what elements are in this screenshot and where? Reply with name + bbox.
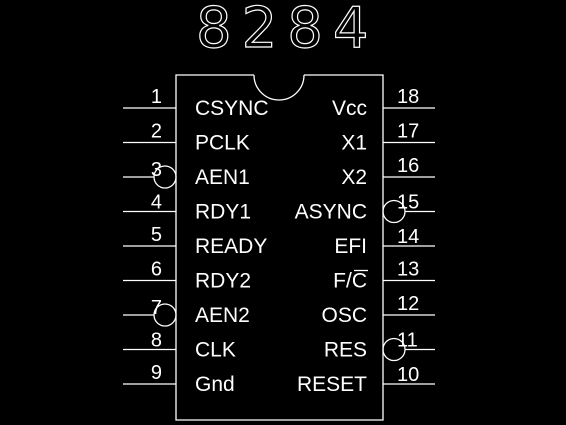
pin-label: AEN2 [195, 304, 250, 327]
pin-label: CLK [195, 339, 236, 362]
pin-label: Vcc [332, 97, 367, 120]
pin-label: RES [324, 339, 367, 362]
pin-number: 16 [397, 155, 419, 177]
pin-number: 6 [151, 259, 162, 281]
pin-number: 3 [151, 159, 162, 181]
pin-label: X1 [341, 132, 367, 155]
pin-label: X2 [341, 166, 367, 189]
pin-4: 4 RDY1 [123, 192, 251, 224]
pin-number: 5 [151, 224, 162, 246]
pin-number: 9 [151, 362, 162, 384]
inversion-bubble [153, 165, 177, 189]
pin-label: RDY1 [195, 201, 251, 224]
pin-number: 15 [397, 192, 419, 214]
inversion-bubble [382, 337, 406, 362]
pin-11: 11 RES [324, 330, 435, 362]
pin-number: 1 [151, 86, 162, 108]
pin-label: AEN1 [195, 166, 250, 189]
chip-body [175, 74, 384, 421]
pin-label: Gnd [195, 373, 235, 396]
pin-label: EFI [334, 235, 367, 258]
pin-15: 15 ASYNC [295, 192, 435, 224]
pin-number: 2 [151, 121, 162, 143]
pin-8: 8 CLK [123, 330, 236, 362]
pin-label: OSC [321, 304, 367, 327]
orientation-notch [253, 74, 305, 101]
pin-number: 7 [151, 297, 162, 319]
pin-3: 3 AEN1 [123, 159, 250, 189]
pin-number: 8 [151, 330, 162, 352]
pin-number: 11 [397, 330, 418, 352]
pin-number: 13 [397, 259, 419, 281]
pin-13: 13F/C [333, 259, 435, 293]
inversion-bubble [382, 199, 406, 224]
pin-label: ASYNC [295, 201, 367, 224]
pin-number: 10 [397, 364, 419, 386]
pin-number: 18 [397, 86, 419, 108]
pin-label: READY [195, 235, 267, 258]
pin-number: 4 [151, 192, 162, 214]
pin-10: 10 RESET [297, 364, 435, 396]
chip-outline [175, 74, 384, 421]
pin-label: RESET [297, 373, 367, 396]
inversion-bubble [153, 303, 177, 327]
pin-number: 17 [397, 121, 419, 143]
pin-label: F/C [333, 270, 367, 293]
pin-label: RDY2 [195, 270, 251, 293]
chip-title: 8284 [196, 0, 379, 61]
pin-label: PCLK [195, 132, 250, 155]
pin-number: 14 [397, 226, 419, 248]
pin-7: 7 AEN2 [123, 297, 250, 327]
pin-number: 12 [397, 293, 419, 315]
pin-label: CSYNC [195, 97, 269, 120]
right-pin-group: 18Vcc17X116X215ASYNC14EFI13F/C12OSC11RES… [295, 86, 435, 396]
pin-14: 14 EFI [334, 226, 435, 258]
